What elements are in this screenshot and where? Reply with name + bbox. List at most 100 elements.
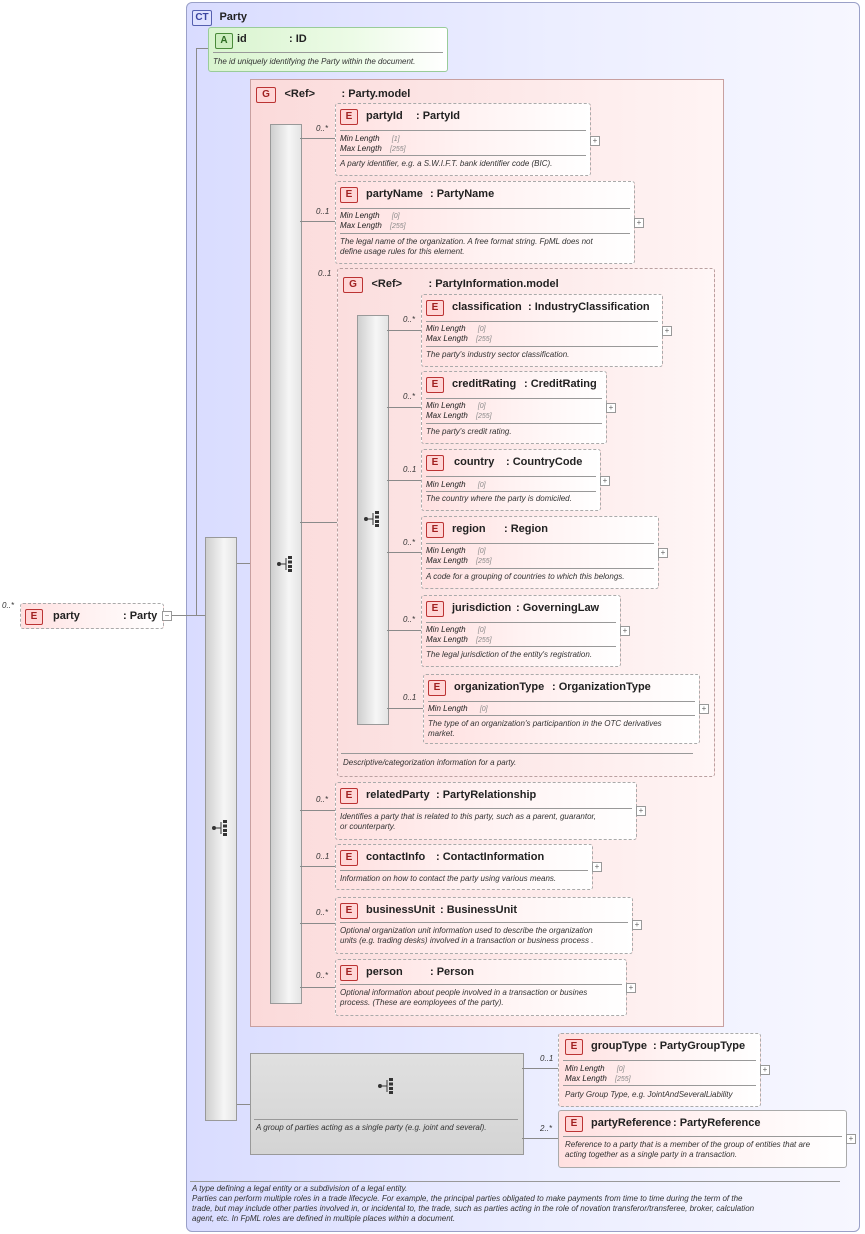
partyid-type: : PartyId: [416, 110, 461, 122]
divider: [340, 922, 628, 923]
divider: [254, 1119, 518, 1120]
expand-icon[interactable]: +: [636, 806, 646, 816]
divider: [340, 984, 622, 985]
country-min: Min Length [0]: [426, 480, 486, 489]
businessunit-type: : BusinessUnit: [440, 904, 518, 916]
divider: [340, 208, 630, 209]
complex-type-doc: A type defining a legal entity or a subd…: [192, 1184, 755, 1223]
classification-doc: The party's industry sector classificati…: [426, 350, 570, 359]
expand-icon[interactable]: +: [606, 403, 616, 413]
element-badge: E: [426, 522, 444, 538]
partyreference-doc: Reference to a party that is a member of…: [565, 1140, 811, 1159]
country-element[interactable]: E country : CountryCode Min Length [0] T…: [421, 449, 601, 511]
party-group-sequence: [250, 1053, 524, 1155]
expand-icon[interactable]: +: [590, 136, 600, 146]
collapse-icon[interactable]: −: [162, 611, 172, 621]
classification-min: Min Length [0]: [426, 324, 486, 333]
classification-type: : IndustryClassification: [528, 301, 650, 313]
relatedparty-name: relatedParty: [366, 789, 430, 801]
attribute-name: id: [237, 33, 247, 45]
expand-icon[interactable]: +: [600, 476, 610, 486]
partyid-element[interactable]: E partyId : PartyId Min Length [1] Max L…: [335, 103, 591, 176]
element-badge: E: [426, 377, 444, 393]
jurisdiction-multiplicity: 0..*: [403, 615, 416, 624]
grouptype-min: Min Length [0]: [565, 1064, 625, 1073]
element-badge: E: [565, 1039, 583, 1055]
jurisdiction-min: Min Length [0]: [426, 625, 486, 634]
element-badge: E: [340, 187, 358, 203]
complex-type-header: CT Party: [192, 7, 247, 26]
complex-type-name: Party: [219, 11, 247, 23]
divider: [426, 491, 596, 492]
party-element[interactable]: E party : Party: [20, 603, 164, 629]
connector: [300, 923, 335, 924]
group-badge: G: [343, 277, 363, 293]
region-element[interactable]: E region : Region Min Length [0] Max Len…: [421, 516, 659, 589]
element-badge: E: [426, 300, 444, 316]
expand-icon[interactable]: +: [626, 983, 636, 993]
expand-icon[interactable]: +: [592, 862, 602, 872]
region-multiplicity: 0..*: [403, 538, 416, 547]
divider: [426, 543, 654, 544]
divider: [340, 155, 586, 156]
partyname-element[interactable]: E partyName : PartyName Min Length [0] M…: [335, 181, 635, 264]
party-model-ref: <Ref>: [284, 88, 316, 100]
divider: [340, 233, 630, 234]
jurisdiction-element[interactable]: E jurisdiction : GoverningLaw Min Length…: [421, 595, 621, 667]
partyid-max: Max Length [255]: [340, 144, 406, 153]
partyreference-type: : PartyReference: [673, 1117, 761, 1129]
connector: [387, 407, 421, 408]
grouptype-type: : PartyGroupType: [653, 1040, 746, 1052]
sequence-icon: [378, 1078, 396, 1099]
info-model-ref: <Ref>: [371, 278, 403, 290]
person-type: : Person: [430, 966, 475, 978]
connector: [300, 810, 335, 811]
creditrating-type: : CreditRating: [524, 378, 597, 390]
partyreference-multiplicity: 2..*: [540, 1124, 553, 1133]
relatedparty-element[interactable]: E relatedParty : PartyRelationship Ident…: [335, 782, 637, 840]
expand-icon[interactable]: +: [632, 920, 642, 930]
divider: [428, 715, 695, 716]
info-model-header: G <Ref> : PartyInformation.model: [343, 274, 559, 293]
party-type: : Party: [123, 610, 158, 622]
grouptype-element[interactable]: E groupType : PartyGroupType Min Length …: [558, 1033, 761, 1107]
organizationtype-element[interactable]: E organizationType : OrganizationType Mi…: [423, 674, 700, 744]
contactinfo-element[interactable]: E contactInfo : ContactInformation Infor…: [335, 844, 593, 890]
region-max: Max Length [255]: [426, 556, 492, 565]
partyreference-element[interactable]: E partyReference : PartyReference Refere…: [558, 1110, 847, 1168]
creditrating-max: Max Length [255]: [426, 411, 492, 420]
party-model-header: G <Ref> : Party.model: [256, 84, 410, 103]
divider: [340, 130, 586, 131]
contactinfo-type: : ContactInformation: [436, 851, 545, 863]
partyname-doc: The legal name of the organization. A fr…: [340, 237, 593, 256]
element-badge: E: [340, 903, 358, 919]
connector: [300, 138, 335, 139]
expand-icon[interactable]: +: [620, 626, 630, 636]
connector: [300, 221, 335, 222]
divider: [426, 476, 596, 477]
businessunit-element[interactable]: E businessUnit : BusinessUnit Optional o…: [335, 897, 633, 954]
partyreference-name: partyReference: [591, 1117, 672, 1129]
creditrating-element[interactable]: E creditRating : CreditRating Min Length…: [421, 371, 607, 444]
organizationtype-type: : OrganizationType: [552, 681, 651, 693]
person-element[interactable]: E person : Person Optional information a…: [335, 959, 627, 1016]
expand-icon[interactable]: +: [846, 1134, 856, 1144]
expand-icon[interactable]: +: [699, 704, 709, 714]
expand-icon[interactable]: +: [634, 218, 644, 228]
businessunit-name: businessUnit: [366, 904, 436, 916]
element-badge: E: [340, 788, 358, 804]
attribute-id[interactable]: A id : ID The id uniquely identifying th…: [208, 27, 448, 72]
contactinfo-multiplicity: 0..1: [316, 852, 330, 861]
attribute-divider: [213, 52, 443, 53]
divider: [426, 646, 616, 647]
country-doc: The country where the party is domiciled…: [426, 494, 572, 503]
sequence-icon: [364, 511, 382, 532]
classification-element[interactable]: E classification : IndustryClassificatio…: [421, 294, 663, 367]
contactinfo-name: contactInfo: [366, 851, 426, 863]
expand-icon[interactable]: +: [658, 548, 668, 558]
divider: [426, 423, 602, 424]
grouptype-doc: Party Group Type, e.g. JointAndSeveralLi…: [565, 1090, 733, 1099]
expand-icon[interactable]: +: [760, 1065, 770, 1075]
expand-icon[interactable]: +: [662, 326, 672, 336]
element-badge: E: [565, 1116, 583, 1132]
